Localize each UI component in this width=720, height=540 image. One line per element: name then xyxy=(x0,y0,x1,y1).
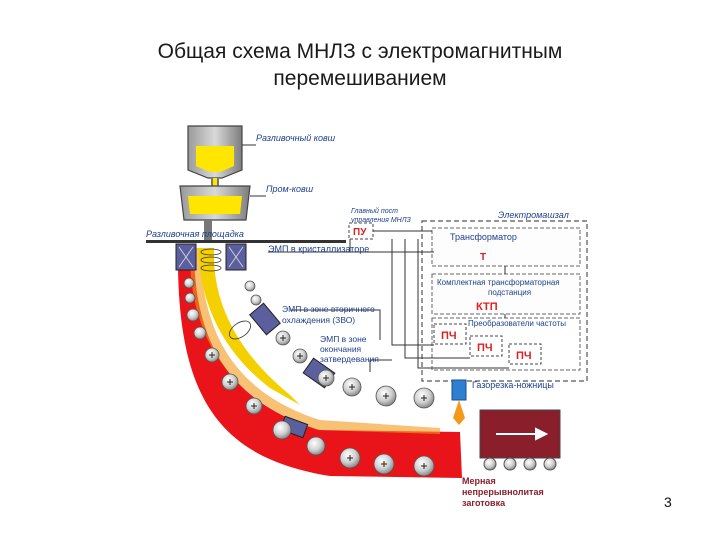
ktp-title-1: Комплектная трансформаторная xyxy=(437,278,560,287)
roller xyxy=(244,280,256,292)
roller xyxy=(193,326,207,340)
platform-label: Разливочная площадка xyxy=(146,229,244,239)
emp-crystallizer-cross-left xyxy=(178,246,194,268)
title-line-1: Общая схема МНЛЗ с электромагнитным xyxy=(157,40,563,63)
electro-hall-label: Электромашзал xyxy=(498,210,569,220)
emp-end-label-1: ЭМП в зоне xyxy=(320,334,367,344)
pch-label-3: ПЧ xyxy=(516,350,532,362)
pch-box-2 xyxy=(469,335,503,357)
emp-secondary-block xyxy=(249,302,281,336)
tundish xyxy=(179,185,251,240)
transformer-box xyxy=(431,227,581,267)
page-number: 3 xyxy=(664,494,672,510)
steel-strand-inner-shell xyxy=(189,248,440,434)
pu-label: ПУ xyxy=(353,227,367,238)
roller xyxy=(306,436,326,456)
pch-label-1: ПЧ xyxy=(441,330,457,342)
ktp-label: КТП xyxy=(476,301,498,313)
gas-cutter-body xyxy=(451,379,467,401)
ktp-title-2: подстанция xyxy=(488,288,531,297)
tundish-label: Пром-ковш xyxy=(266,184,314,194)
slide-title: Общая схема МНЛЗ с электромагнитным пере… xyxy=(0,38,720,92)
platform-bar xyxy=(146,240,346,243)
transformer-label: Трансформатор xyxy=(450,232,517,242)
roller xyxy=(184,292,196,304)
ladle-label: Разливочный ковш xyxy=(256,133,336,143)
pch-box-1 xyxy=(433,323,467,345)
billet-label-3: заготовка xyxy=(462,498,506,508)
roller xyxy=(183,277,195,289)
ladle xyxy=(187,125,243,204)
freq-converter-label: Преобразователи частоты xyxy=(468,319,566,328)
liquid-core xyxy=(198,248,300,405)
ktp-box xyxy=(431,273,581,315)
pch-label-2: ПЧ xyxy=(477,342,493,354)
emp-secondary-label-2: охлаждения (ЗВО) xyxy=(282,315,355,325)
roller-marks xyxy=(209,335,427,469)
transformer-t-label: Т xyxy=(480,252,486,263)
control-post-label-1: Главный пост xyxy=(351,207,398,215)
billet-label-2: непрерывнолитая xyxy=(462,487,544,497)
emp-crystallizer-cross-right xyxy=(228,246,244,268)
emp-crystallizer-label: ЭМП в кристаллизаторе xyxy=(268,244,369,254)
connection-lines xyxy=(268,230,509,372)
electro-hall-frame xyxy=(421,220,588,382)
steel-strand-outer xyxy=(177,248,462,478)
roller xyxy=(250,294,262,306)
billet-arrow xyxy=(496,427,549,441)
roller xyxy=(186,308,200,322)
emp-secondary-label-1: ЭМП в зоне вторичного xyxy=(282,304,375,314)
gas-cutter-flame xyxy=(453,400,465,425)
freq-converter-frame xyxy=(431,317,581,371)
stirring-ellipses xyxy=(200,248,252,340)
emp-end-label-3: затвердевания xyxy=(320,354,379,364)
control-post-label-2: управления МНЛЗ xyxy=(350,217,412,224)
roller xyxy=(272,420,292,440)
billet-label-1: Мерная xyxy=(462,476,496,486)
cutter-label: Газорезка-ножницы xyxy=(472,380,554,390)
emp-end-label-2: окончания xyxy=(320,344,362,354)
billet-rollers xyxy=(483,457,557,471)
title-line-2: перемешиванием xyxy=(273,67,447,90)
pch-box-3 xyxy=(508,343,542,365)
